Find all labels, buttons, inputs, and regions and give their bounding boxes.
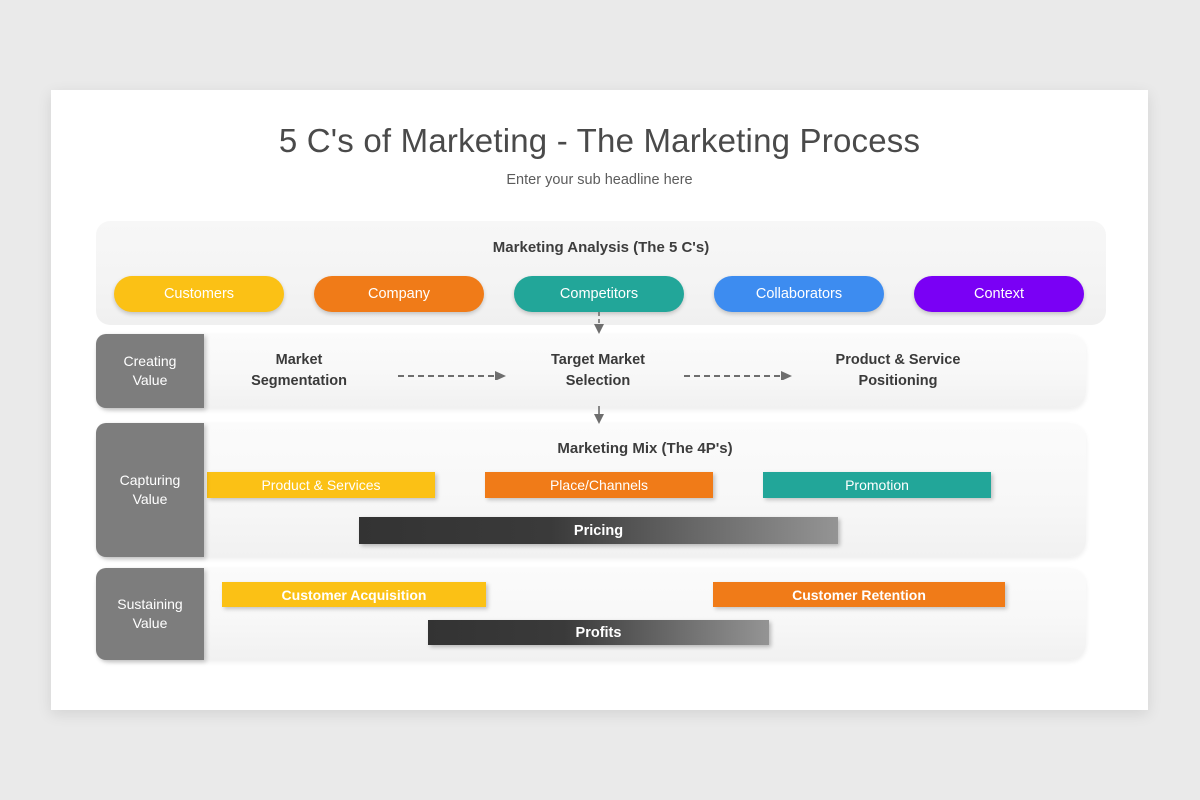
- pill-label: Company: [367, 286, 431, 302]
- marketing-analysis-heading: Marketing Analysis (The 5 C's): [492, 239, 710, 256]
- pill-collaborators[interactable]: Collaborators: [714, 276, 884, 312]
- dashed-arrow-right-icon: [684, 371, 792, 380]
- profits-bar[interactable]: Profits: [428, 620, 769, 645]
- page-title: 5 C's of Marketing - The Marketing Proce…: [278, 122, 921, 159]
- dashed-arrow-right-icon: [398, 371, 506, 380]
- sustaining-value-label-line2: Value: [132, 615, 168, 631]
- pill-competitors[interactable]: Competitors: [514, 276, 684, 312]
- marketing-mix-heading: Marketing Mix (The 4P's): [557, 440, 733, 457]
- mix-bar-label: Product & Services: [261, 477, 381, 493]
- creating-value-item-line1: Target Market: [550, 352, 645, 368]
- dashed-arrow-down-icon: [594, 312, 604, 334]
- mix-bar-product-services[interactable]: Product & Services: [207, 472, 435, 498]
- pill-label: Collaborators: [755, 286, 843, 302]
- creating-value-item-line1: Product & Service: [835, 352, 961, 368]
- capturing-value-label-line2: Value: [132, 491, 168, 507]
- sustaining-bar-customer-retention[interactable]: Customer Retention: [713, 582, 1005, 607]
- marketing-analysis-band: Marketing Analysis (The 5 C's) Customers…: [96, 221, 1106, 325]
- pricing-bar-label: Pricing: [573, 522, 624, 539]
- creating-value-label-line2: Value: [132, 372, 168, 388]
- sustaining-bar-label: Customer Acquisition: [281, 586, 427, 603]
- page-subtitle: Enter your sub headline here: [506, 172, 693, 188]
- pill-context[interactable]: Context: [914, 276, 1084, 312]
- capturing-value-label: Capturing Value: [96, 423, 204, 557]
- pricing-bar[interactable]: Pricing: [359, 517, 838, 544]
- sustaining-bar-label: Customer Retention: [792, 586, 926, 603]
- mix-bar-place-channels[interactable]: Place/Channels: [485, 472, 713, 498]
- pill-customers[interactable]: Customers: [114, 276, 284, 312]
- creating-value-item-line2: Positioning: [858, 373, 938, 390]
- pill-label: Context: [974, 286, 1024, 302]
- creating-value-label: Creating Value: [96, 334, 204, 408]
- capturing-value-label-line1: Capturing: [119, 472, 181, 489]
- arrow-down-icon: [594, 406, 604, 424]
- creating-value-item-line1: Market: [275, 352, 323, 368]
- pill-label: Competitors: [559, 286, 639, 302]
- mix-bar-label: Place/Channels: [549, 477, 649, 493]
- sustaining-value-label: Sustaining Value: [96, 568, 204, 660]
- profits-bar-label: Profits: [575, 624, 622, 641]
- mix-bar-promotion[interactable]: Promotion: [763, 472, 991, 498]
- mix-bar-label: Promotion: [845, 477, 909, 493]
- pill-company[interactable]: Company: [314, 276, 484, 312]
- creating-value-item-line2: Segmentation: [251, 373, 347, 390]
- sustaining-value-label-line1: Sustaining: [117, 596, 183, 613]
- sustaining-bar-customer-acquisition[interactable]: Customer Acquisition: [222, 582, 486, 607]
- creating-value-item-line2: Selection: [565, 373, 631, 390]
- creating-value-label-line1: Creating: [123, 353, 177, 370]
- pill-label: Customers: [163, 286, 235, 302]
